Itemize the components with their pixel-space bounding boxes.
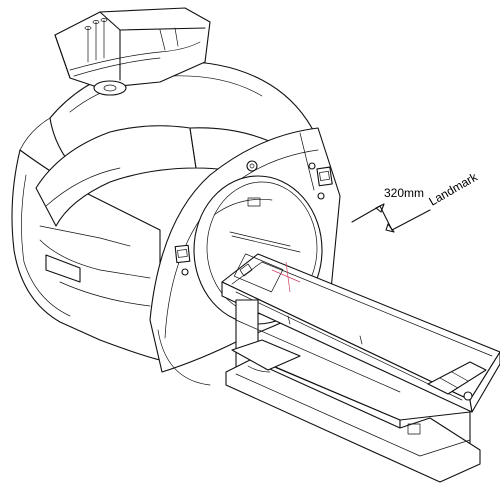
top-equipment-box [54,7,211,96]
dimension-extension-line-right [391,209,431,231]
patient-table [221,253,500,413]
dimension-extension-line-left [351,205,381,223]
table-base [225,299,481,483]
dimension-arrow-bottom [385,223,395,233]
dimension-arrow-top [375,203,385,213]
dimension-indicator: 320mm Landmark [351,169,481,233]
dimension-value-label: 320mm [384,186,424,200]
landmark-label: Landmark [427,169,481,208]
